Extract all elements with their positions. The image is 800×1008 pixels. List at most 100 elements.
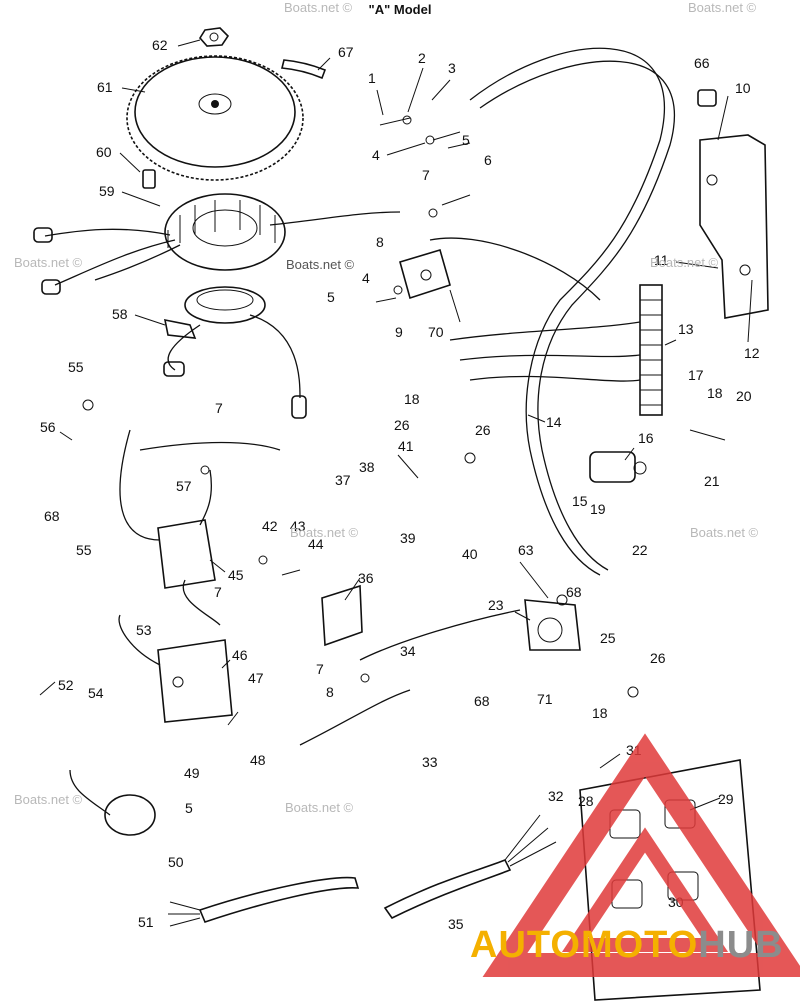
callout-71: 71 [537, 691, 553, 707]
callout-1: 1 [368, 70, 376, 86]
callout-29: 29 [718, 791, 734, 807]
callout-23: 23 [488, 597, 504, 613]
callout-20: 20 [736, 388, 752, 404]
callout-46: 46 [232, 647, 248, 663]
callout-50: 50 [168, 854, 184, 870]
stator-screw [142, 169, 156, 189]
ignition-switch [589, 451, 647, 483]
callout-36: 36 [358, 570, 374, 586]
callout-52: 52 [58, 677, 74, 693]
callout-18a: 18 [707, 385, 723, 401]
ignition-coil-pack [119, 429, 281, 626]
mounting-bracket [699, 134, 769, 319]
power-pack [118, 614, 233, 723]
callout-34: 34 [400, 643, 416, 659]
callout-70: 70 [428, 324, 444, 340]
flywheel-key [280, 59, 327, 80]
callout-26b: 26 [394, 417, 410, 433]
watermark: Boats.net © [284, 0, 353, 15]
callout-4b: 4 [362, 270, 370, 286]
callout-26c: 26 [650, 650, 666, 666]
callout-63: 63 [518, 542, 534, 558]
watermark: Boats.net © [688, 0, 757, 15]
callout-9: 9 [395, 324, 403, 340]
callout-51: 51 [138, 914, 154, 930]
logo-text-automoto: AUTOMOTO [470, 924, 699, 966]
callout-5: 5 [462, 132, 470, 148]
callout-49: 49 [184, 765, 200, 781]
callout-38: 38 [359, 459, 375, 475]
callout-8b: 8 [326, 684, 334, 700]
callout-3: 3 [448, 60, 456, 76]
callout-17: 17 [688, 367, 704, 383]
callout-16: 16 [638, 430, 654, 446]
watermark: Boats.net © [14, 255, 83, 270]
callout-4: 4 [372, 147, 380, 163]
callout-5b: 5 [327, 289, 335, 305]
callout-61: 61 [97, 79, 113, 95]
diagram-title: "A" Model [368, 2, 432, 17]
callout-59: 59 [99, 183, 115, 199]
callout-21: 21 [704, 473, 720, 489]
boot-cable [168, 814, 557, 927]
callout-54: 54 [88, 685, 104, 701]
callout-12: 12 [744, 345, 760, 361]
callout-42: 42 [262, 518, 278, 534]
callout-53: 53 [136, 622, 152, 638]
rectifier [399, 249, 451, 300]
callout-68c: 68 [474, 693, 490, 709]
callout-41: 41 [398, 438, 414, 454]
callout-22: 22 [632, 542, 648, 558]
callout-56: 56 [40, 419, 56, 435]
callout-60: 60 [96, 144, 112, 160]
callout-6: 6 [484, 152, 492, 168]
warning-horn [69, 769, 156, 836]
callout-33: 33 [422, 754, 438, 770]
watermark: Boats.net © [14, 792, 83, 807]
callout-10: 10 [735, 80, 751, 96]
terminal-block [639, 284, 663, 416]
callout-7c: 7 [214, 584, 222, 600]
callout-55a: 55 [68, 359, 84, 375]
stator [33, 193, 401, 295]
callout-68a: 68 [44, 508, 60, 524]
clip [697, 89, 717, 107]
logo-triangle [482, 733, 800, 977]
watermark: Boats.net © [290, 525, 359, 540]
callout-43: 43 [290, 518, 306, 534]
flywheel-nut [199, 27, 230, 47]
callout-15: 15 [572, 493, 588, 509]
callout-67: 67 [338, 44, 354, 60]
callout-8: 8 [376, 234, 384, 250]
callout-7b: 7 [215, 400, 223, 416]
callout-35: 35 [448, 916, 464, 932]
callout-57: 57 [176, 478, 192, 494]
callout-18b: 18 [404, 391, 420, 407]
callout-40: 40 [462, 546, 478, 562]
leader-lines [39, 39, 753, 811]
watermark: Boats.net © [286, 257, 355, 272]
callout-48: 48 [250, 752, 266, 768]
callout-66: 66 [694, 55, 710, 71]
callout-7: 7 [422, 167, 430, 183]
callout-68b: 68 [566, 584, 582, 600]
callout-58: 58 [112, 306, 128, 322]
watermark: Boats.net © [285, 800, 354, 815]
flywheel [126, 55, 304, 181]
callout-47: 47 [248, 670, 264, 686]
callout-55b: 55 [76, 542, 92, 558]
callout-25: 25 [600, 630, 616, 646]
callout-19: 19 [590, 501, 606, 517]
callout-numbers: 1 2 3 4 5 6 7 8 4 5 9 70 10 11 12 13 14 … [40, 37, 760, 932]
callout-18c: 18 [592, 705, 608, 721]
watermark: Boats.net © [690, 525, 759, 540]
callout-13: 13 [678, 321, 694, 337]
callout-39: 39 [400, 530, 416, 546]
callout-44: 44 [308, 536, 324, 552]
bolt-parts [82, 115, 726, 726]
callout-11: 11 [654, 252, 669, 268]
logo-text-hub: HUB [698, 924, 784, 966]
callout-5c: 5 [185, 800, 193, 816]
callout-32: 32 [548, 788, 564, 804]
